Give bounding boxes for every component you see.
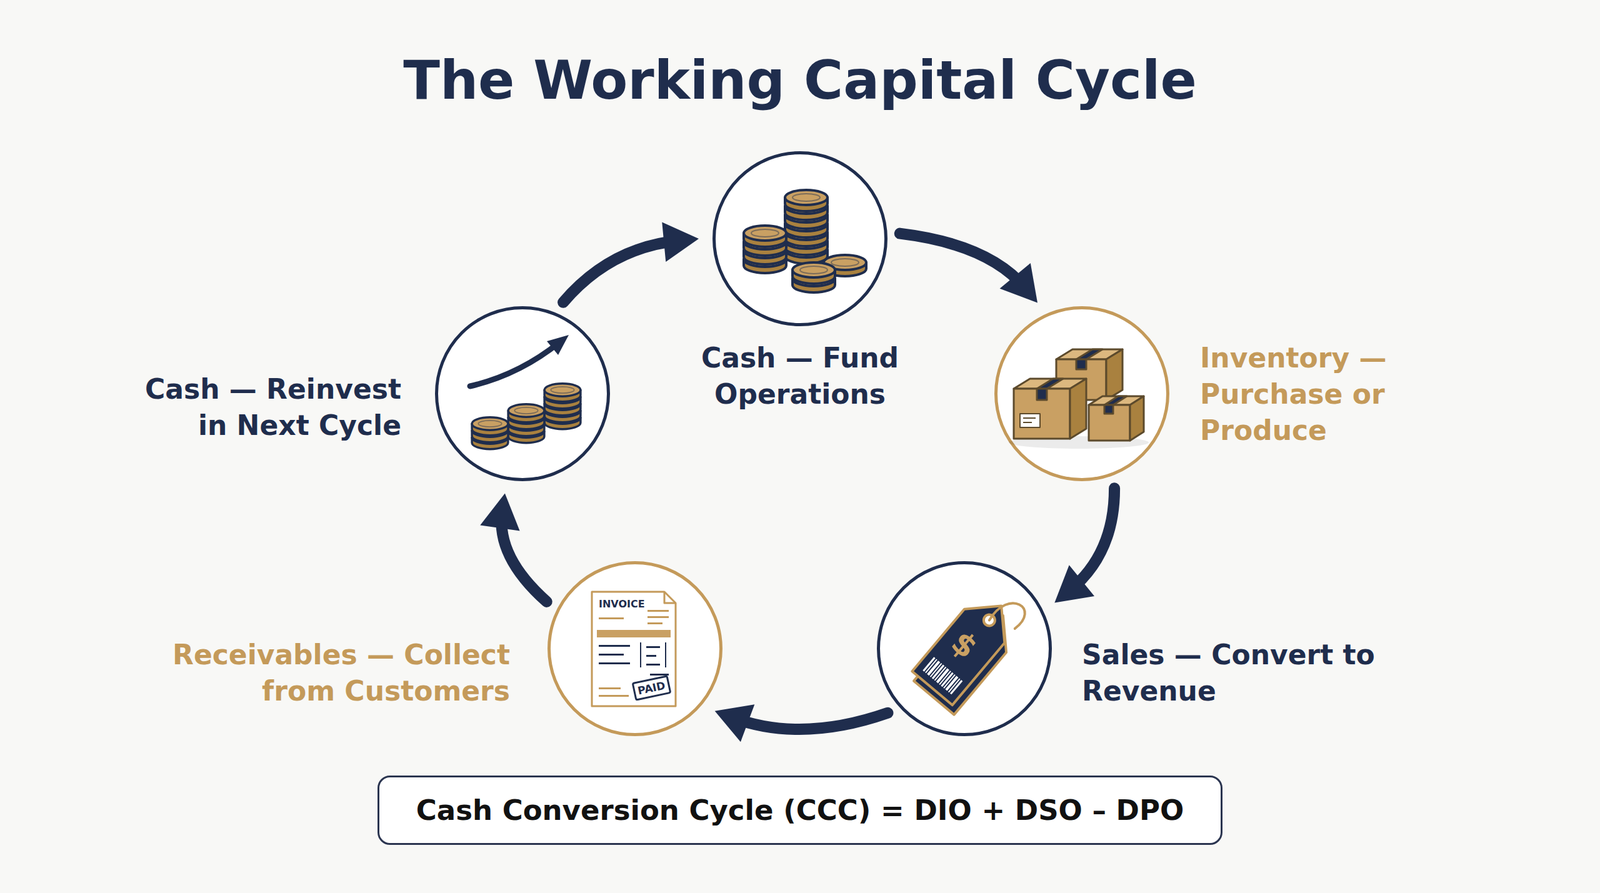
stage-circle: Cash — Fund Operations xyxy=(712,151,888,327)
stage-circle: Cash — Reinvest in Next Cycle xyxy=(435,306,610,482)
diagram-title: The Working Capital Cycle xyxy=(0,48,1600,112)
flow-arrow xyxy=(563,221,699,302)
arrow-head xyxy=(661,221,699,262)
arrow-shaft xyxy=(563,240,680,303)
invoice-heading: INVOICE xyxy=(598,598,645,610)
flow-arrow xyxy=(715,704,889,742)
arrow-head xyxy=(1000,263,1038,304)
flow-arrow xyxy=(480,493,547,602)
arrow-shaft xyxy=(732,713,889,730)
stage-label: Cash — Fund Operations xyxy=(675,340,925,413)
stage-label: Receivables — Collect from Customers xyxy=(147,636,510,710)
flow-arrow xyxy=(900,233,1038,304)
flow-arrow xyxy=(1054,488,1115,603)
stage-label: Cash — Reinvest in Next Cycle xyxy=(120,371,402,444)
arrow-head xyxy=(480,493,520,532)
arrow-head xyxy=(715,704,755,742)
arrow-shaft xyxy=(900,233,1026,289)
stage-label: Inventory — Purchase or Produce xyxy=(1200,340,1413,449)
stage-circle: Inventory — Purchase or Produce xyxy=(994,306,1170,482)
formula-text: Cash Conversion Cycle (CCC) = DIO + DSO … xyxy=(416,793,1184,829)
formula-box: Cash Conversion Cycle (CCC) = DIO + DSO … xyxy=(377,775,1223,845)
stage-circle: Receivables — Collect from Customers xyxy=(547,561,723,737)
stage-label: Sales — Convert to Revenue xyxy=(1081,636,1420,710)
arrow-head xyxy=(1054,565,1095,603)
